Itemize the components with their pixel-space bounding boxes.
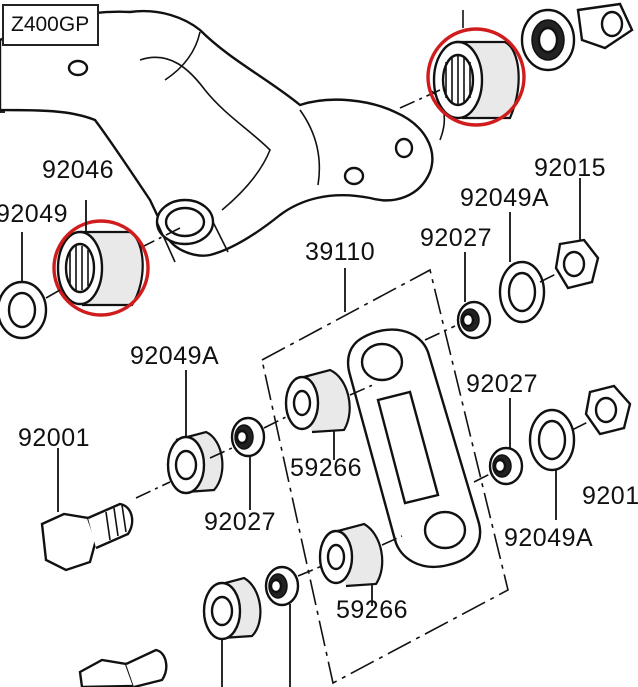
- seal-lower-left: [264, 565, 300, 607]
- seal-top: [456, 300, 492, 340]
- nut-top: [554, 238, 600, 290]
- label-92049A-mid-left: 92049A: [130, 342, 219, 370]
- washer-mid-right: [528, 408, 576, 472]
- rocker-arm: [0, 9, 446, 263]
- needle-bearing-upper-right: [399, 27, 526, 127]
- label-92049A-mid-right: 92049A: [504, 524, 593, 552]
- bolt-lower: [78, 648, 168, 687]
- link-assembly: [261, 268, 509, 685]
- label-92027-top: 92027: [420, 224, 492, 252]
- label-92049A-top: 92049A: [460, 184, 549, 212]
- label-92027-mid-right: 92027: [466, 370, 538, 398]
- label-39110: 39110: [305, 238, 375, 266]
- bolt-upper: [40, 481, 171, 572]
- label-92046: 92046: [42, 156, 114, 184]
- needle-bearing-left: [52, 219, 181, 317]
- seal-mid-left: [230, 416, 266, 458]
- label-92015: 92015: [534, 154, 606, 182]
- top-right-parts: [462, 2, 634, 72]
- seal-mid-right: [488, 446, 524, 486]
- washer-top: [498, 260, 546, 324]
- part-labels: 92046 92049 39110 92015 92049A 92027 920…: [0, 154, 638, 624]
- washer-lower-left: [202, 576, 262, 641]
- sleeve-lower: [318, 522, 403, 588]
- model-badge: Z400GP: [2, 4, 100, 46]
- label-9201-cut: 9201: [582, 482, 638, 510]
- leader-lines: [0, 111, 581, 687]
- nut-mid-right: [584, 384, 632, 436]
- label-92027-low-left: 92027: [204, 508, 276, 536]
- label-59266-upper: 59266: [290, 454, 362, 482]
- label-92001: 92001: [18, 424, 90, 452]
- washer-mid-left: [166, 430, 224, 495]
- label-92049: 92049: [0, 200, 68, 228]
- washer-left: [0, 280, 61, 340]
- label-59266-lower: 59266: [336, 596, 408, 624]
- sleeve-upper: [284, 368, 376, 434]
